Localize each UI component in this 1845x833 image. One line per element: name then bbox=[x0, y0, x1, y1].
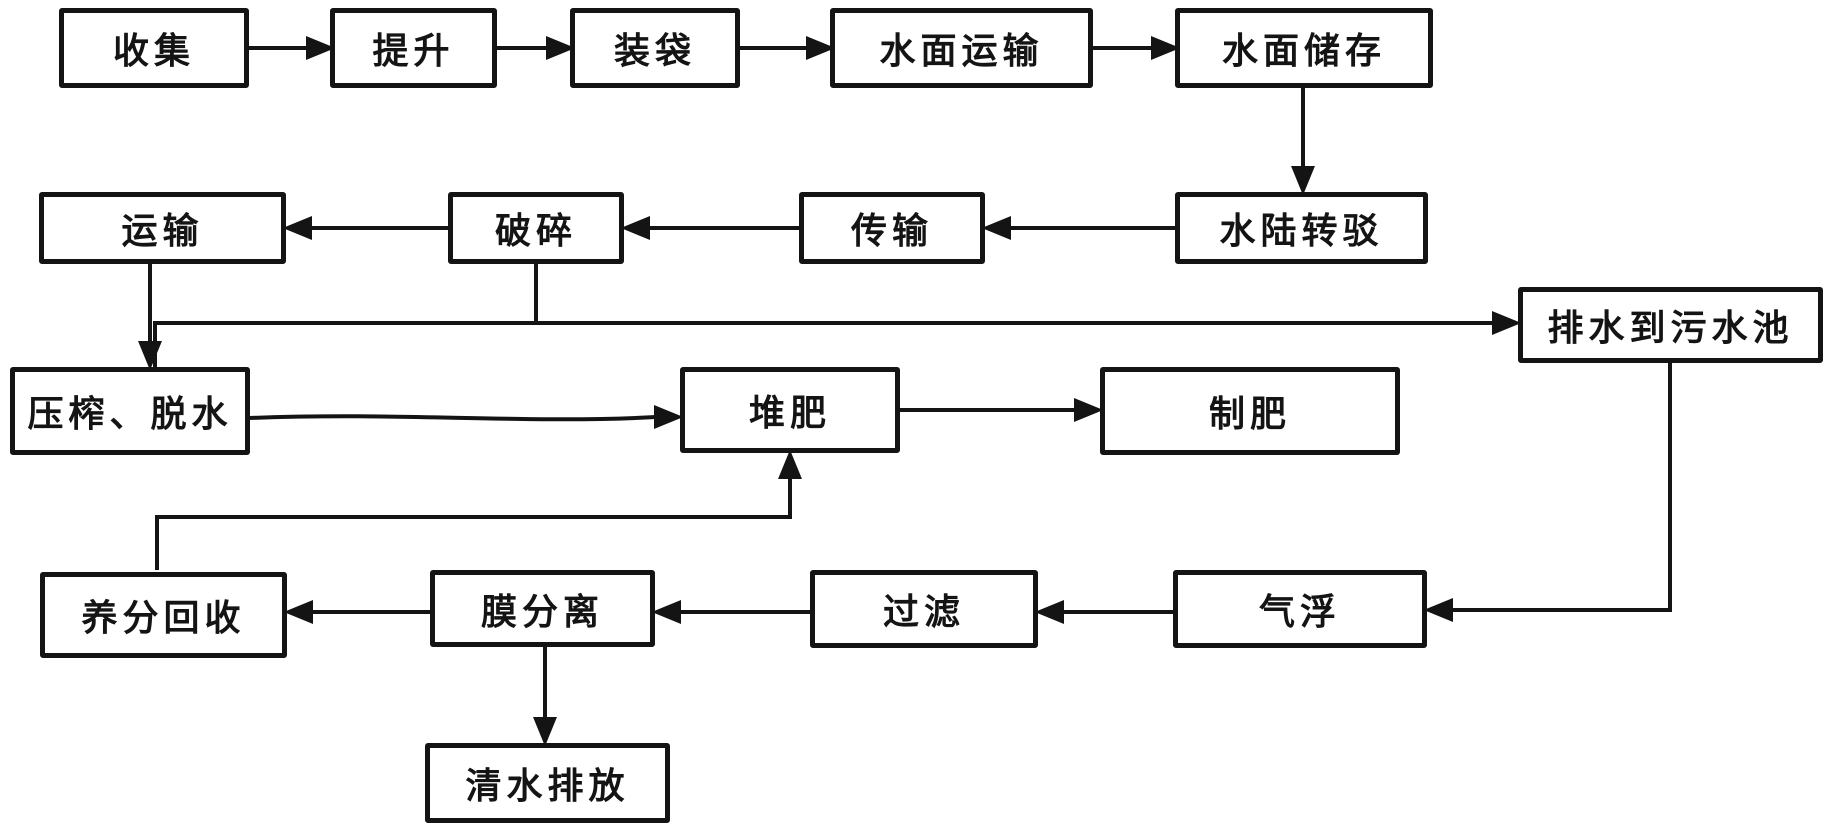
edge-membrane-separation-to-nutrient-recovery bbox=[283, 600, 430, 624]
node-air-flotation: 气浮 bbox=[1173, 570, 1427, 648]
edge-crushing-branch bbox=[153, 264, 1522, 367]
node-bagging: 装袋 bbox=[570, 8, 740, 88]
edge-crushing-to-transport bbox=[282, 216, 448, 240]
node-water-surface-storage: 水面储存 bbox=[1175, 8, 1433, 88]
node-membrane-separation: 膜分离 bbox=[430, 570, 655, 647]
edge-press-dewater-to-composting bbox=[249, 405, 684, 429]
node-crushing: 破碎 bbox=[448, 192, 624, 264]
edge-collect-to-lift bbox=[249, 36, 336, 60]
node-lift: 提升 bbox=[330, 8, 497, 88]
edge-membrane-separation-to-clean-water-discharge bbox=[533, 647, 557, 747]
edge-lift-to-bagging bbox=[497, 36, 576, 60]
edge-nutrient-recovery-to-composting bbox=[155, 449, 802, 570]
node-composting: 堆肥 bbox=[680, 367, 900, 453]
edge-air-flotation-to-filtration bbox=[1034, 600, 1173, 624]
node-fertilizer-making: 制肥 bbox=[1100, 367, 1400, 455]
node-transport: 运输 bbox=[39, 192, 286, 264]
node-clean-water-discharge: 清水排放 bbox=[425, 743, 670, 823]
edge-water-transport-to-water-storage bbox=[1093, 36, 1181, 60]
node-water-land-transfer: 水陆转驳 bbox=[1175, 192, 1428, 264]
edge-water-storage-to-water-land-transfer bbox=[1291, 88, 1315, 196]
node-conveying: 传输 bbox=[799, 192, 985, 264]
node-collect: 收集 bbox=[59, 8, 249, 88]
edge-conveying-to-crushing bbox=[620, 216, 799, 240]
edge-bagging-to-water-transport bbox=[740, 36, 836, 60]
edge-sewage-pool-to-air-flotation bbox=[1423, 363, 1672, 622]
node-drain-to-sewage-pool: 排水到污水池 bbox=[1518, 287, 1823, 363]
node-filtration: 过滤 bbox=[810, 570, 1038, 648]
node-press-dewater: 压榨、脱水 bbox=[10, 367, 250, 455]
edge-filtration-to-membrane-separation bbox=[651, 600, 810, 624]
node-nutrient-recovery: 养分回收 bbox=[40, 572, 287, 658]
edge-composting-to-fertilizer-making bbox=[900, 398, 1104, 422]
node-water-surface-transport: 水面运输 bbox=[830, 8, 1093, 88]
edge-water-land-transfer-to-conveying bbox=[981, 216, 1175, 240]
